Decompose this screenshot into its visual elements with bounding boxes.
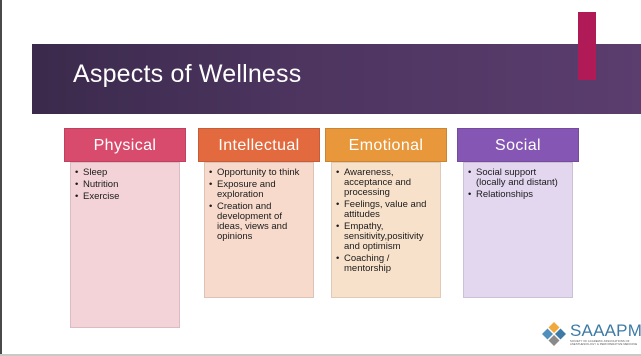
column-heading: Social bbox=[457, 128, 579, 162]
saaapm-logo: SAAAPM SOCIETY OF ACADEMIC ASSOCIATIONS … bbox=[541, 319, 641, 349]
bullet-list: Opportunity to think Exposure and explor… bbox=[205, 163, 313, 242]
bullet-list: Awareness, acceptance and processing Fee… bbox=[332, 163, 440, 274]
list-item: Empathy, sensitivity,positivity and opti… bbox=[336, 222, 436, 252]
column-body: Awareness, acceptance and processing Fee… bbox=[331, 162, 441, 298]
logo-subtitle-line1: SOCIETY OF ACADEMIC ASSOCIATIONS OF bbox=[570, 340, 630, 343]
column-heading: Physical bbox=[64, 128, 186, 162]
list-item: Exercise bbox=[75, 192, 175, 203]
title-band bbox=[32, 44, 641, 114]
list-item: Sleep bbox=[75, 168, 175, 179]
list-item: Opportunity to think bbox=[209, 168, 309, 179]
diamond-logo-icon bbox=[542, 322, 566, 346]
logo-wordmark: SAAAPM bbox=[570, 321, 641, 340]
slide-title: Aspects of Wellness bbox=[73, 60, 302, 88]
list-item: Coaching / mentorship bbox=[336, 254, 436, 274]
bullet-list: Sleep Nutrition Exercise bbox=[71, 163, 179, 203]
slide-bottom-edge bbox=[0, 354, 641, 356]
column-heading: Intellectual bbox=[198, 128, 320, 162]
list-item: Social support (locally and distant) bbox=[468, 168, 568, 188]
bullet-list: Social support (locally and distant) Rel… bbox=[464, 163, 572, 201]
list-item: Creation and development of ideas, views… bbox=[209, 202, 309, 242]
list-item: Nutrition bbox=[75, 180, 175, 191]
list-item: Feelings, value and attitudes bbox=[336, 200, 436, 220]
list-item: Exposure and exploration bbox=[209, 180, 309, 200]
column-body: Social support (locally and distant) Rel… bbox=[463, 162, 573, 298]
column-body: Opportunity to think Exposure and explor… bbox=[204, 162, 314, 298]
column-heading: Emotional bbox=[325, 128, 447, 162]
column-body: Sleep Nutrition Exercise bbox=[70, 162, 180, 328]
list-item: Relationships bbox=[468, 190, 568, 201]
logo-subtitle-line2: ANESTHESIOLOGY & PERIOPERATIVE MEDICINE bbox=[570, 343, 638, 346]
accent-tab bbox=[578, 12, 596, 80]
slide-left-edge bbox=[0, 0, 2, 356]
list-item: Awareness, acceptance and processing bbox=[336, 168, 436, 198]
